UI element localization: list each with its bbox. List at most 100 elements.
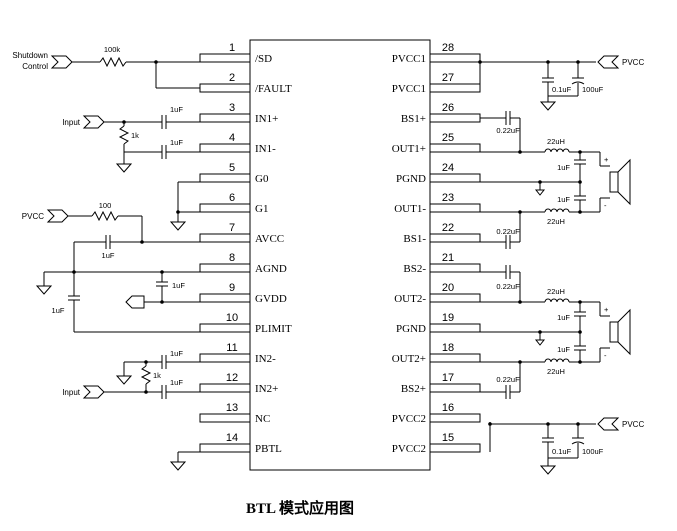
c-in2n-label: 1uF	[170, 349, 183, 358]
shutdown-port	[50, 55, 73, 69]
pin-name: OUT2+	[392, 353, 426, 365]
r-in1-label: 1k	[131, 131, 139, 140]
ground-symbol	[115, 163, 133, 173]
pin-lead	[199, 413, 251, 423]
pin-number: 28	[442, 42, 454, 54]
pin-name: IN1-	[255, 143, 276, 155]
ground-symbol	[169, 221, 187, 231]
input1-resistor	[118, 125, 130, 145]
speaker-1-plus: +	[604, 155, 609, 164]
pin-name: /FAULT	[255, 83, 292, 95]
pin-lead	[199, 353, 251, 363]
pin-name: OUT1-	[394, 203, 426, 215]
pin-name: OUT2-	[394, 293, 426, 305]
pvcc-right-top-port	[597, 55, 620, 69]
pin-1: 1/SD	[199, 42, 272, 65]
pin-name: PBTL	[255, 443, 282, 455]
pin-lead	[199, 143, 251, 153]
junction	[488, 422, 492, 426]
right-pin-group: 28PVCC127PVCC126BS1+25OUT1+24PGND23OUT1-…	[392, 42, 481, 455]
ground-symbol	[539, 101, 557, 111]
speaker-2-plus: +	[604, 305, 609, 314]
pin-name: PVCC2	[392, 443, 426, 455]
speaker-2-cone	[617, 308, 631, 356]
pvcc-left-port	[46, 209, 69, 223]
pin-number: 26	[442, 102, 454, 114]
pin-lead	[199, 293, 251, 303]
pin-name: AGND	[255, 263, 287, 275]
pin-number: 7	[229, 222, 235, 234]
pvcc-left-label: PVCC	[22, 212, 44, 221]
pin-lead	[199, 383, 251, 393]
c-agnd-label: 1uF	[172, 281, 185, 290]
pin-number: 17	[442, 372, 454, 384]
gain-circuit	[169, 181, 200, 231]
ground-symbol	[534, 189, 546, 196]
pin-number: 13	[226, 402, 238, 414]
pin-number: 18	[442, 342, 454, 354]
pin-name: BS2+	[401, 383, 426, 395]
ground-symbol	[539, 465, 557, 475]
pin-number: 24	[442, 162, 454, 174]
diagram-caption: BTL 模式应用图	[246, 499, 354, 517]
pin-lead	[199, 203, 251, 213]
pin-number: 8	[229, 252, 235, 264]
pin-number: 14	[226, 432, 238, 444]
pin-lead	[429, 383, 481, 393]
pin-number: 9	[229, 282, 235, 294]
junction	[576, 422, 580, 426]
junction	[140, 240, 144, 244]
ground-symbol	[169, 461, 187, 471]
junction	[578, 180, 582, 184]
pin-lead	[199, 323, 251, 333]
bs1n-circuit	[480, 210, 522, 249]
pin-number: 10	[226, 312, 238, 324]
pin-name: PVCC1	[392, 53, 426, 65]
pin-number: 23	[442, 192, 454, 204]
r-avcc-label: 100	[99, 201, 112, 210]
pin-name: BS2-	[403, 263, 426, 275]
pin-6: 6G1	[199, 192, 268, 215]
pin-name: PGND	[396, 173, 426, 185]
junction	[154, 60, 158, 64]
junction	[578, 330, 582, 334]
junction	[546, 60, 550, 64]
ground-symbol	[35, 285, 53, 295]
junction	[478, 60, 482, 64]
r-shutdown-label: 100k	[104, 45, 121, 54]
pin-name: IN1+	[255, 113, 278, 125]
pin-name: G0	[255, 173, 269, 185]
pin-number: 25	[442, 132, 454, 144]
speaker-1-minus: -	[604, 201, 607, 210]
junction	[538, 180, 542, 184]
pin-name: PVCC1	[392, 83, 426, 95]
input1-circuit	[82, 115, 200, 173]
c-pvcc1-big-label: 100uF	[582, 85, 604, 94]
junction	[538, 330, 542, 334]
pin-lead	[199, 443, 251, 453]
pin-name: GVDD	[255, 293, 287, 305]
junction	[518, 360, 522, 364]
pin-name: NC	[255, 413, 270, 425]
pin-lead	[199, 233, 251, 243]
pin-lead	[429, 443, 481, 453]
pin-lead	[199, 263, 251, 273]
pbtl-circuit	[169, 451, 200, 471]
avcc-resistor	[91, 210, 119, 222]
pin-lead	[199, 53, 251, 63]
junction	[72, 270, 76, 274]
pin-lead	[429, 83, 481, 93]
